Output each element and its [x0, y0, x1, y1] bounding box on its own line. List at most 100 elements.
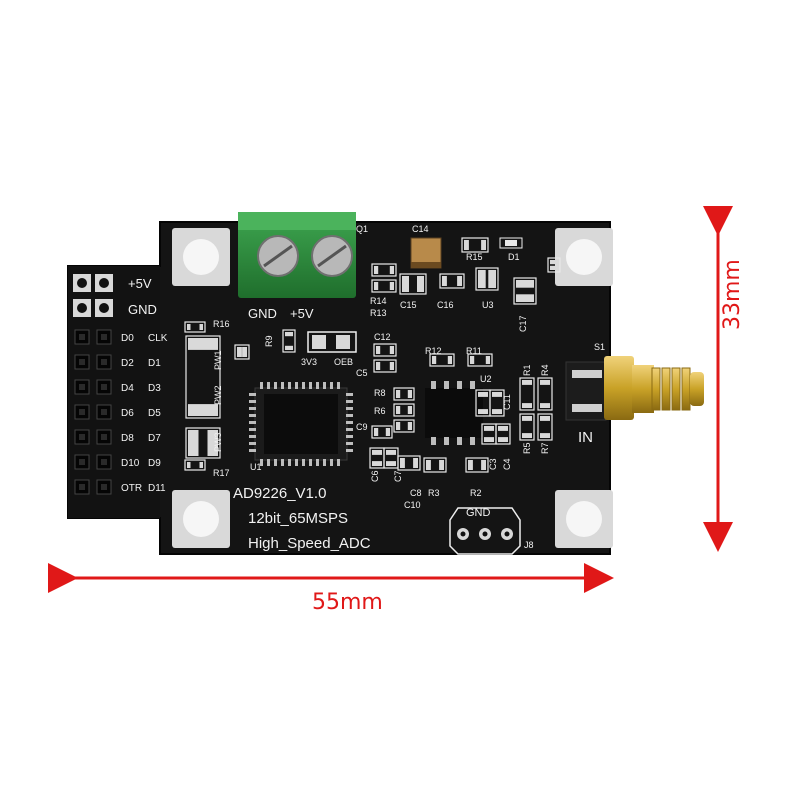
label-r15: R15	[466, 252, 483, 262]
smd-outline	[373, 343, 397, 357]
smd-outline	[373, 359, 397, 373]
smd-outline	[519, 377, 535, 411]
terminal-block	[238, 212, 356, 298]
input-label: IN	[578, 429, 593, 446]
smd-outline	[465, 457, 489, 473]
label-c6: C6	[370, 470, 380, 482]
smd-outline	[519, 413, 535, 441]
label-r5: R5	[522, 442, 532, 454]
smd-outline	[429, 353, 455, 367]
label-r11: R11	[466, 346, 482, 356]
label-c5: C5	[356, 368, 368, 378]
label-c10: C10	[404, 500, 421, 510]
label-c8: C8	[410, 488, 422, 498]
sma-connector	[565, 356, 704, 421]
height-dimension-label: 33mm	[720, 259, 745, 330]
smd-outline	[397, 455, 421, 471]
smd-outline	[185, 427, 221, 459]
smd-outline	[439, 273, 465, 289]
label-pw1: PW1	[213, 350, 223, 370]
label-c3: C3	[488, 458, 498, 470]
smd-outline	[234, 344, 250, 360]
header-label-left: D6	[121, 408, 134, 419]
label-c11: C11	[502, 394, 512, 410]
smd-outline	[371, 279, 397, 293]
label-c7: C7	[393, 470, 403, 482]
label-r3: R3	[428, 488, 440, 498]
label-c15: C15	[400, 300, 417, 310]
mounting-hole-tr	[555, 228, 613, 286]
smd-outline	[547, 257, 561, 273]
jumper-oeb-label: OEB	[334, 357, 353, 367]
label-q1: Q1	[356, 224, 368, 234]
jumper-3v3-oeb	[307, 331, 357, 353]
smd-outline	[282, 329, 296, 353]
adc-chip-u1	[249, 382, 353, 466]
label-c12: C12	[374, 332, 391, 342]
smd-outline	[393, 419, 415, 433]
smd-outline	[513, 277, 537, 305]
header-label-left: D2	[121, 358, 134, 369]
board-subtitle: 12bit_65MSPS	[248, 510, 348, 527]
width-dimension-label: 55mm	[312, 590, 383, 615]
gnd-terminal-label: GND	[248, 306, 277, 321]
gnd-header-j8	[449, 507, 521, 555]
smd-outline	[423, 457, 447, 473]
smd-outline	[537, 413, 553, 441]
header-label-left: OTR	[121, 483, 142, 494]
header-label-right: CLK	[148, 333, 168, 344]
gnd-header-label: GND	[466, 507, 491, 519]
header-label-right: D9	[148, 458, 161, 469]
label-c16: C16	[437, 300, 454, 310]
label-r8: R8	[374, 388, 386, 398]
label-pw2: PW2	[213, 385, 223, 405]
smd-outline	[185, 335, 221, 419]
opamp-chip-u2	[425, 381, 483, 445]
label-u2: U2	[480, 374, 492, 384]
label-r6: R6	[374, 406, 386, 416]
smd-outline	[495, 423, 511, 445]
smd-outline	[399, 273, 427, 295]
5v-terminal-label: +5V	[290, 306, 314, 321]
label-d1: D1	[508, 252, 520, 262]
label-u3: U3	[482, 300, 494, 310]
header-label-right: D5	[148, 408, 161, 419]
smd-outline	[393, 387, 415, 401]
label-r9: R9	[264, 335, 274, 347]
header-label-right: D11	[148, 483, 166, 494]
label-c17: C17	[518, 315, 528, 332]
label-j8: J8	[524, 540, 534, 550]
header-5v-label: +5V	[128, 276, 152, 291]
label-r7: R7	[540, 442, 550, 454]
smd-outline	[461, 237, 489, 253]
header-gnd-label: GND	[128, 302, 157, 317]
smd-outline	[184, 321, 206, 333]
mounting-hole-br	[555, 490, 613, 548]
smd-outline	[467, 353, 493, 367]
label-u1: U1	[250, 462, 262, 472]
smd-components	[184, 237, 561, 473]
label-r17: R17	[213, 468, 230, 478]
label-r12: R12	[425, 346, 442, 356]
label-r1: R1	[522, 364, 532, 376]
header-label-right: D7	[148, 433, 161, 444]
smd-outline	[371, 425, 393, 439]
label-r14: R14	[370, 296, 387, 306]
smd-outline	[489, 389, 505, 417]
label-c9: C9	[356, 422, 368, 432]
board-tagline: High_Speed_ADC	[248, 535, 371, 552]
label-pw3: PW3	[213, 432, 223, 452]
label-r13: R13	[370, 308, 387, 318]
header-label-left: D0	[121, 333, 134, 344]
pin-header	[73, 274, 113, 495]
jumper-3v3-label: 3V3	[301, 357, 317, 367]
header-label-right: D3	[148, 383, 161, 394]
smd-outline	[537, 377, 553, 411]
label-c14: C14	[412, 224, 429, 234]
smd-outline	[475, 267, 499, 291]
board-title: AD9226_V1.0	[233, 485, 326, 502]
header-label-left: D10	[121, 458, 140, 469]
